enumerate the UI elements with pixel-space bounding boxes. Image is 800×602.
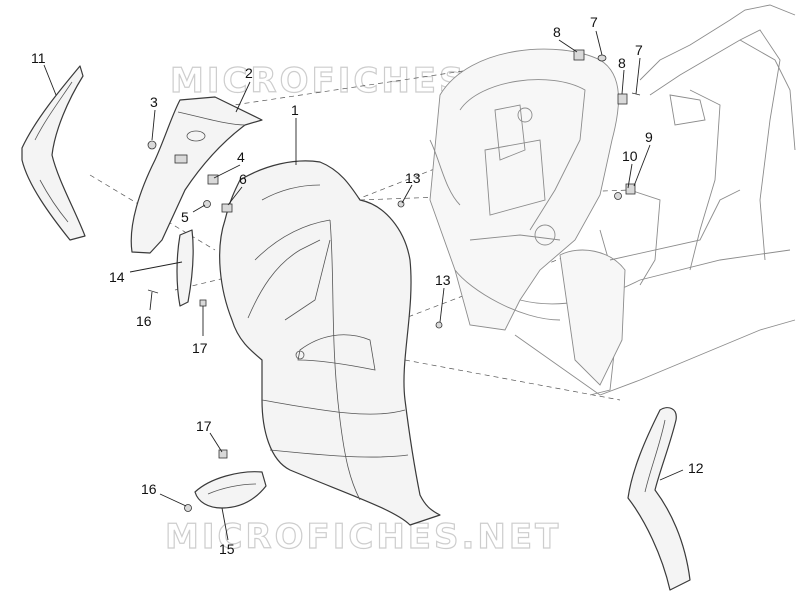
callout-9: 9: [645, 129, 653, 145]
callout-14: 14: [109, 269, 125, 285]
part-15-lower-cover: [194, 471, 267, 509]
callout-6: 6: [239, 171, 247, 187]
callout-11: 11: [31, 50, 46, 66]
callout-12: 12: [688, 460, 704, 476]
part-12-side-trim: [627, 407, 691, 591]
callout-13-lower: 13: [435, 272, 451, 288]
callout-16-lower: 16: [141, 481, 157, 497]
callout-16-upper: 16: [136, 313, 152, 329]
callout-3: 3: [150, 94, 158, 110]
part-1-front-shield: [219, 160, 441, 526]
callout-13-upper: 13: [405, 170, 421, 186]
callout-8-upper: 8: [553, 24, 561, 40]
callout-1: 1: [291, 102, 299, 118]
part-14-lens: [176, 229, 194, 307]
callout-7-lower: 7: [635, 42, 643, 58]
scooter-frame: [429, 4, 796, 396]
callout-10: 10: [622, 148, 638, 164]
callout-5: 5: [181, 209, 189, 225]
callout-17-lower: 17: [196, 418, 212, 434]
callout-15: 15: [219, 541, 235, 557]
leader-lines: [43, 30, 684, 541]
callout-4: 4: [237, 149, 245, 165]
watermark-bottom: MICROFICHES.NET: [165, 517, 561, 557]
callout-17-upper: 17: [192, 340, 208, 356]
part-2-upper-cover: [130, 96, 263, 254]
callout-labels: 11 2 3 1 4 6 5 14 16 17 13 13 8 7 8 7 9 …: [31, 14, 704, 557]
part-11-side-trim: [21, 65, 86, 241]
callout-7-upper: 7: [590, 14, 598, 30]
hardware: [147, 49, 641, 512]
callout-8-lower: 8: [618, 55, 626, 71]
callout-2: 2: [245, 65, 253, 81]
